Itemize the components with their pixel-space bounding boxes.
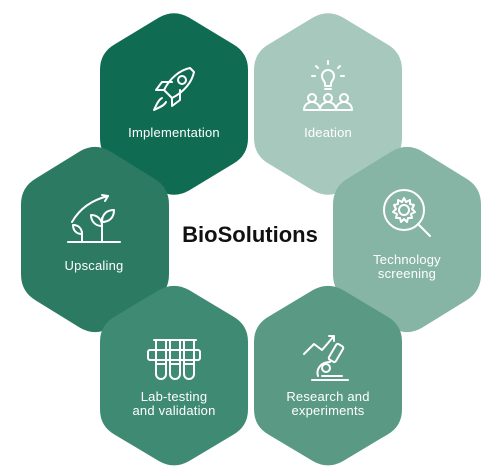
gear-magnifier-icon xyxy=(376,186,440,242)
stage-label-upscaling: Upscaling xyxy=(64,258,124,273)
center-title: BioSolutions xyxy=(182,222,318,247)
hex-upscaling xyxy=(21,146,169,333)
stage-label-ideation: Ideation xyxy=(304,125,352,140)
test-tubes-icon xyxy=(142,334,206,390)
hex-ideation xyxy=(254,13,402,195)
plant-growth-icon xyxy=(62,192,126,248)
stage-label-research-experiments: Research and experiments xyxy=(286,389,370,418)
rocket-icon xyxy=(142,62,206,118)
microscope-graph-icon xyxy=(296,330,360,386)
stage-label-technology-screening: Technology screening xyxy=(373,252,441,281)
hex-technology-screening xyxy=(333,146,481,333)
stage-label-implementation: Implementation xyxy=(128,125,220,140)
hex-lab-testing xyxy=(100,285,248,466)
lightbulb-team-icon xyxy=(296,60,360,116)
stage-label-lab-testing: Lab-testing and validation xyxy=(132,389,216,418)
